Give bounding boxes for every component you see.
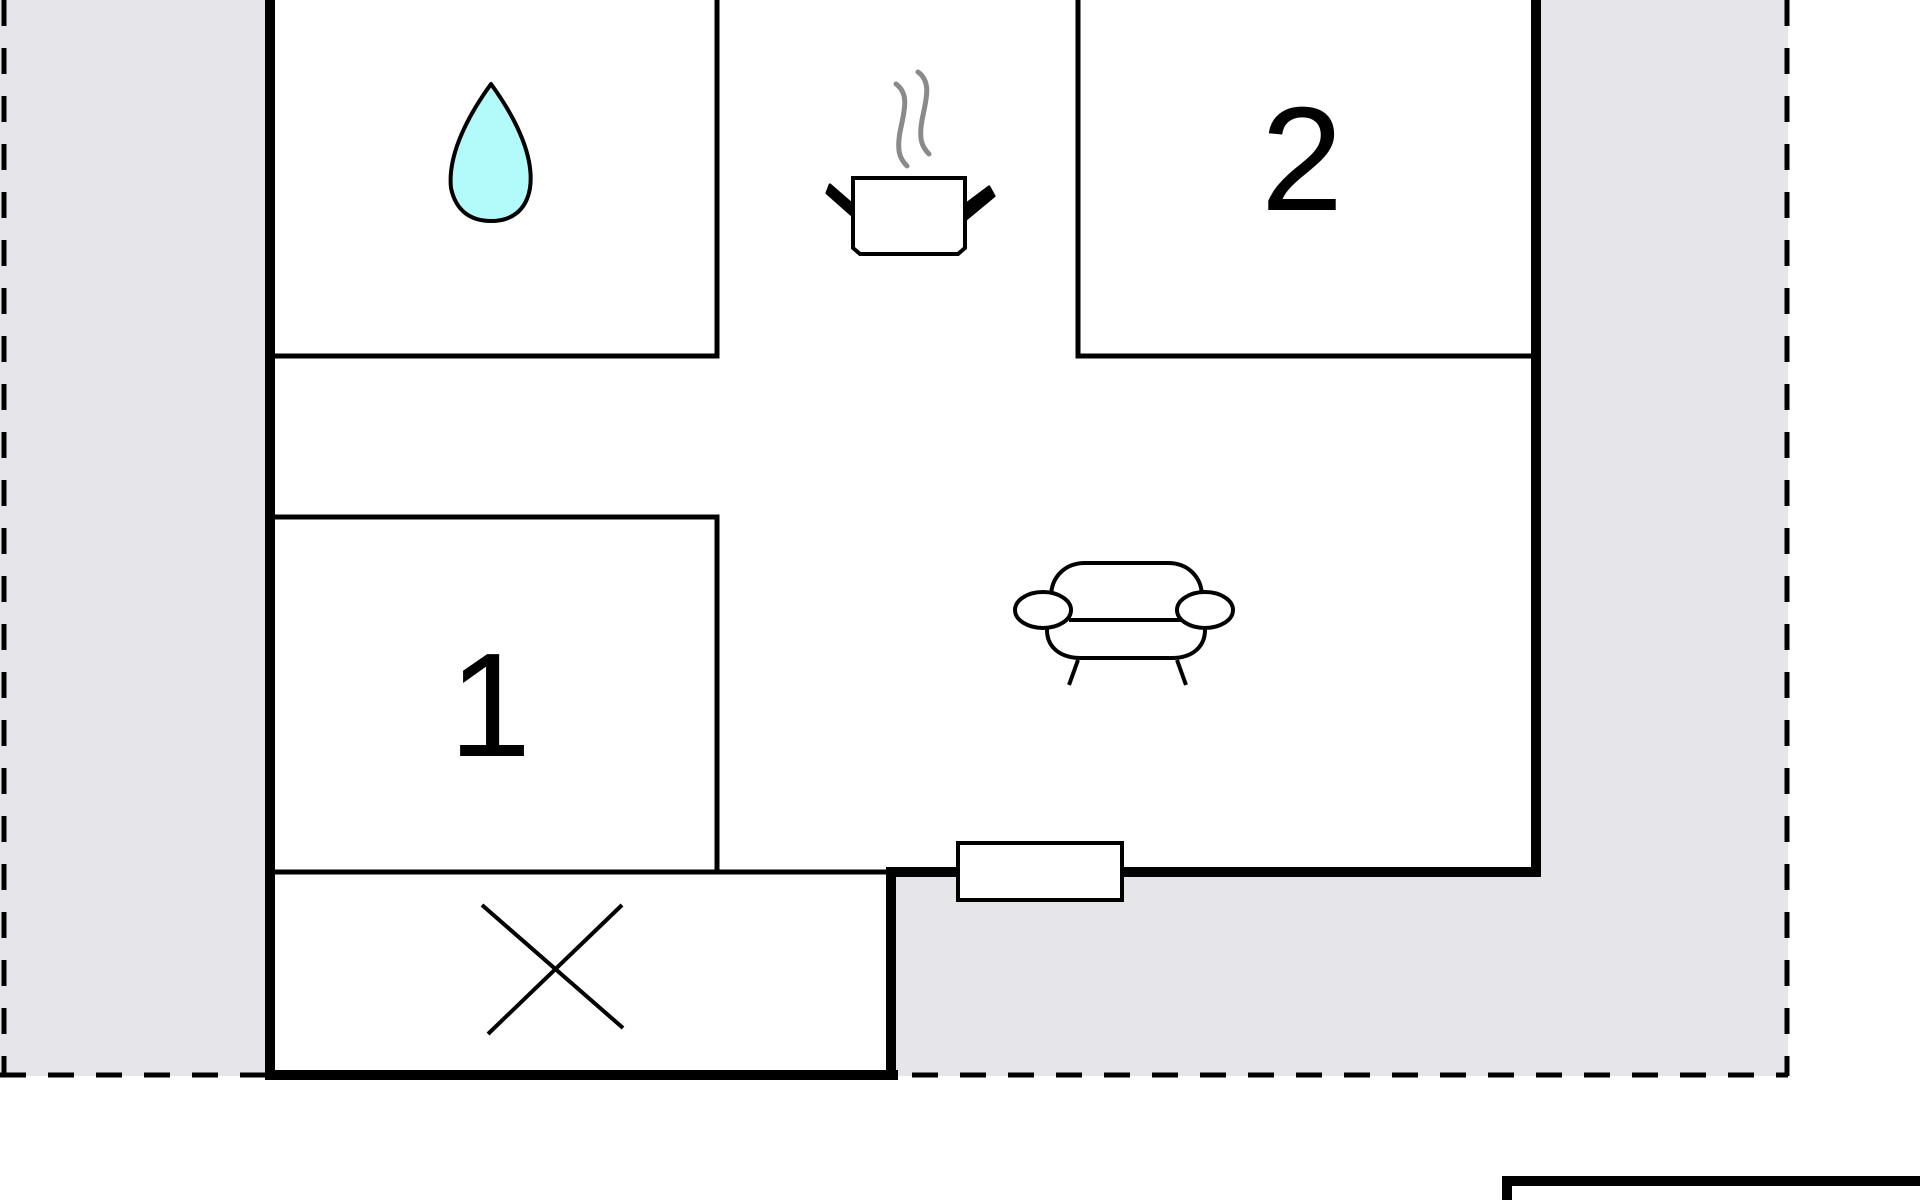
water-drop-icon [448, 82, 533, 223]
room-number-2: 2 [1261, 77, 1343, 242]
house-floor [270, 0, 1536, 1076]
entrance-door [956, 841, 1124, 902]
cross-mark-icon [480, 903, 625, 1036]
exterior-walls [265, 0, 1541, 1080]
sofa-icon [1013, 561, 1235, 686]
steaming-pot-icon [825, 69, 996, 256]
interior-walls [274, 0, 1532, 875]
adjacent-structure [1502, 1176, 1920, 1200]
room-number-1: 1 [449, 623, 531, 788]
